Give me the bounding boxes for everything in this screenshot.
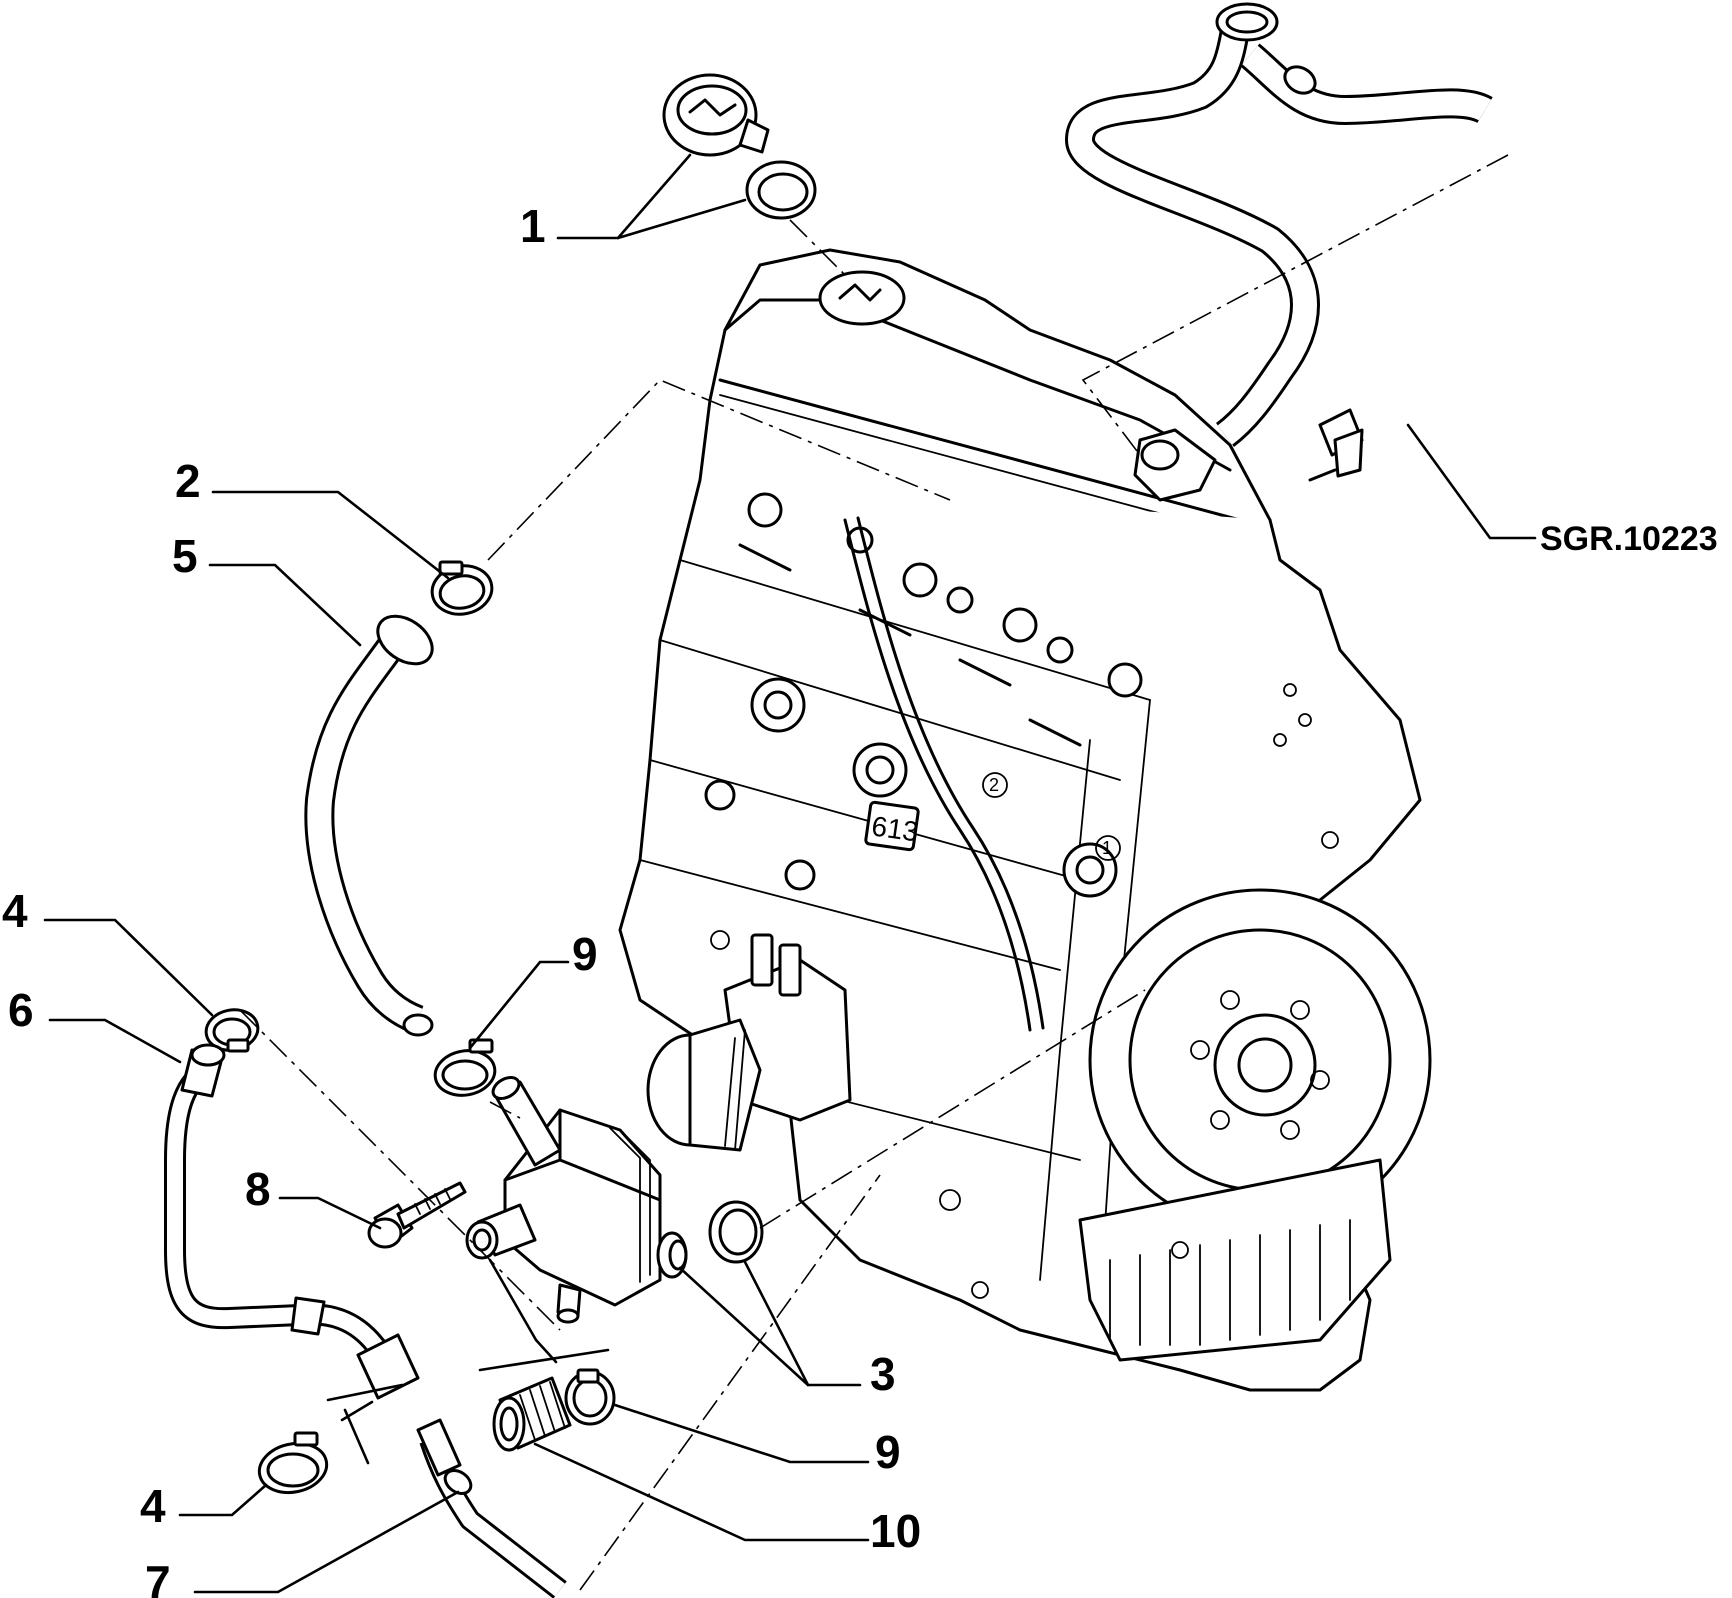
callout-6: 6 bbox=[8, 984, 34, 1036]
callout-8: 8 bbox=[245, 1163, 271, 1215]
hose-clamp-4-upper bbox=[204, 1008, 260, 1053]
elbow-tube bbox=[416, 1418, 567, 1598]
block-marking-613: 613 bbox=[870, 810, 921, 847]
cylinder-mark-1: 1 bbox=[1102, 838, 1112, 858]
callout-1: 1 bbox=[520, 200, 546, 252]
mounting-bolt bbox=[367, 1181, 467, 1249]
oil-return-tube bbox=[164, 1043, 420, 1400]
reference-label: SGR.10223 bbox=[1540, 520, 1718, 558]
callout-4-lower: 4 bbox=[140, 1480, 166, 1532]
break-marks bbox=[326, 1258, 610, 1465]
sgr-breather-hose bbox=[1065, 2, 1493, 482]
callout-5: 5 bbox=[172, 530, 198, 582]
oil-filter-housing bbox=[646, 933, 852, 1152]
leader-lines bbox=[43, 153, 1537, 1594]
centerlines bbox=[239, 154, 1509, 1591]
callout-9-upper: 9 bbox=[572, 928, 598, 980]
breather-hose bbox=[304, 614, 434, 1037]
callout-9-lower: 9 bbox=[875, 1426, 901, 1478]
oil-separator bbox=[465, 1076, 688, 1324]
callout-7: 7 bbox=[145, 1556, 171, 1598]
engine-block: 613 2 1 bbox=[618, 248, 1432, 1392]
separator-o-ring bbox=[708, 1200, 764, 1264]
centerline-filler bbox=[789, 219, 846, 276]
hose-clamp-4-lower bbox=[257, 1431, 329, 1495]
callout-4-upper: 4 bbox=[2, 885, 28, 937]
callout-10: 10 bbox=[870, 1505, 921, 1557]
oil-filler-cap bbox=[662, 73, 770, 157]
cylinder-mark-2: 2 bbox=[989, 775, 999, 795]
oil-filler-seal bbox=[745, 160, 817, 220]
hose-clamp-9-upper bbox=[433, 1038, 497, 1097]
injector-row bbox=[738, 492, 1143, 747]
callout-2: 2 bbox=[175, 455, 201, 507]
callout-labels: 1 2 3 4 4 5 6 7 8 9 9 10 SGR.10223 bbox=[2, 200, 1718, 1598]
corrugated-sleeve bbox=[492, 1376, 572, 1452]
hose-clamp-9-lower bbox=[564, 1368, 616, 1426]
callout-3: 3 bbox=[870, 1348, 896, 1400]
